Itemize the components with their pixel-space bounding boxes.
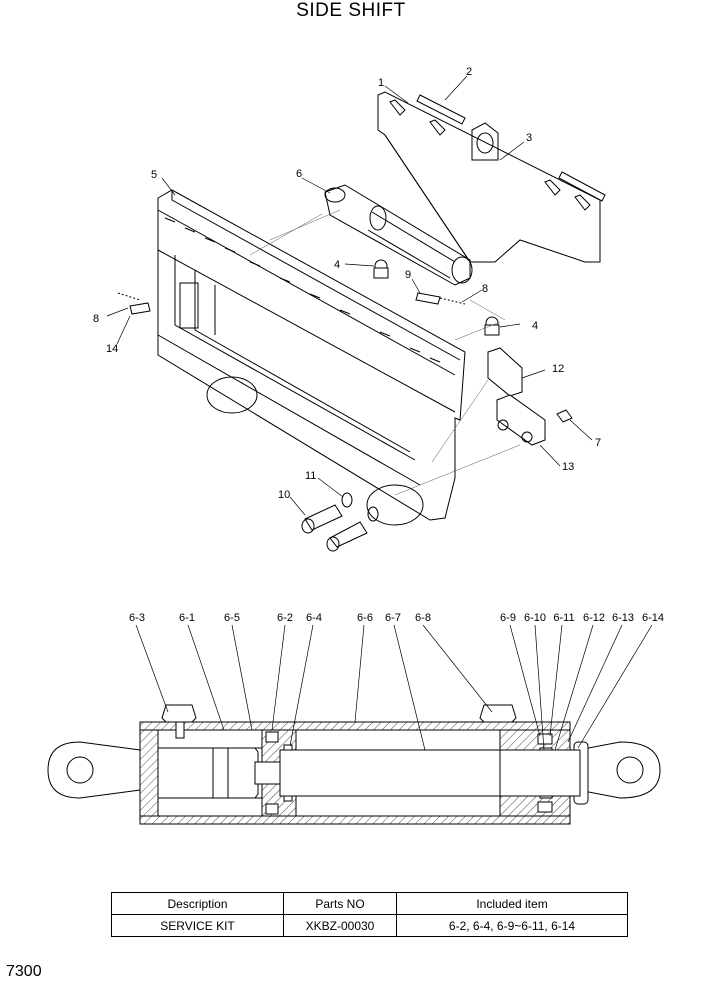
callout-12: 12 [552,363,564,375]
callout-8a: 8 [93,313,99,325]
callout-7: 7 [595,437,601,449]
header-parts-no: Parts NO [283,892,397,915]
cell-description: SERVICE KIT [111,914,284,937]
part-label-6-14: 6-14 [642,612,664,624]
callout-2: 2 [466,66,472,78]
callout-13: 13 [562,461,574,473]
callout-4b: 4 [532,320,538,332]
part-label-6-1: 6-1 [179,612,195,624]
callout-6: 6 [296,168,302,180]
part-label-6-9: 6-9 [500,612,516,624]
part-label-6-7: 6-7 [385,612,401,624]
service-kit-table: Description Parts NO Included item SERVI… [111,892,628,937]
callout-9: 9 [405,269,411,281]
upper-hook-plate [377,91,606,263]
cylinder-part-labels: 6-3 6-1 6-5 6-2 6-4 6-6 6-7 6-8 6-9 6-10… [129,612,664,624]
part-label-6-11: 6-11 [553,612,574,624]
exploded-callouts: 1 2 3 4 4 5 6 7 8 8 9 10 11 12 13 14 [93,66,601,501]
callout-10: 10 [278,489,290,501]
callout-14: 14 [106,343,118,355]
callout-11: 11 [305,470,316,482]
part-label-6-13: 6-13 [612,612,634,624]
part-label-6-6: 6-6 [357,612,373,624]
page-number: 7300 [6,963,42,980]
header-description: Description [111,892,284,915]
table-header-row: Description Parts NO Included item [111,892,628,915]
callout-4a: 4 [334,259,340,271]
part-label-6-10: 6-10 [524,612,546,624]
part-label-6-3: 6-3 [129,612,145,624]
cylinder-section [47,624,661,825]
page-title: SIDE SHIFT [296,0,406,21]
part-label-6-5: 6-5 [224,612,240,624]
part-label-6-12: 6-12 [583,612,605,624]
part-label-6-8: 6-8 [415,612,431,624]
cell-included-item: 6-2, 6-4, 6-9~6-11, 6-14 [396,914,628,937]
header-included-item: Included item [396,892,628,915]
table-row: SERVICE KIT XKBZ-00030 6-2, 6-4, 6-9~6-1… [111,914,628,937]
callout-5: 5 [151,169,157,181]
main-frame [157,189,466,526]
part-label-6-4: 6-4 [306,612,322,624]
callout-3: 3 [526,132,532,144]
exploded-view [106,75,606,552]
callout-1: 1 [378,77,384,89]
callout-8b: 8 [482,283,488,295]
cell-parts-no: XKBZ-00030 [283,914,397,937]
part-label-6-2: 6-2 [277,612,293,624]
side-shift-cylinder [324,184,473,286]
